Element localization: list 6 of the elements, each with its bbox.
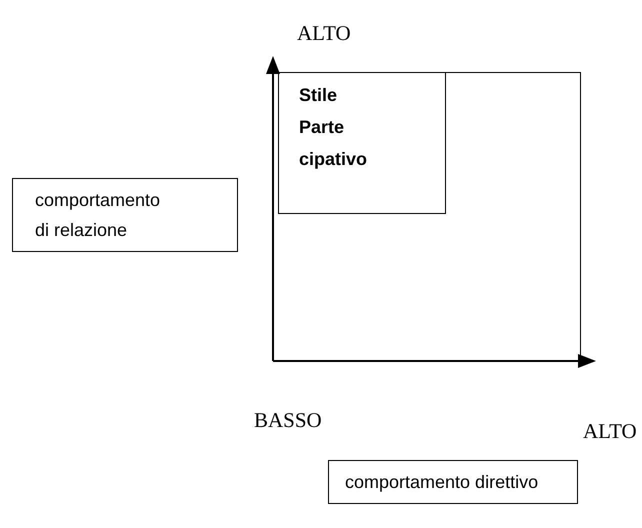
axis-label: BASSO bbox=[254, 407, 322, 434]
box-text: Stile Parte cipativo bbox=[299, 84, 368, 171]
box-text: comportamento direttivo bbox=[345, 471, 540, 494]
box-text: comportamento di relazione bbox=[35, 189, 162, 242]
axis-label: ALTO bbox=[583, 418, 637, 445]
axis-label: ALTO bbox=[297, 20, 351, 47]
